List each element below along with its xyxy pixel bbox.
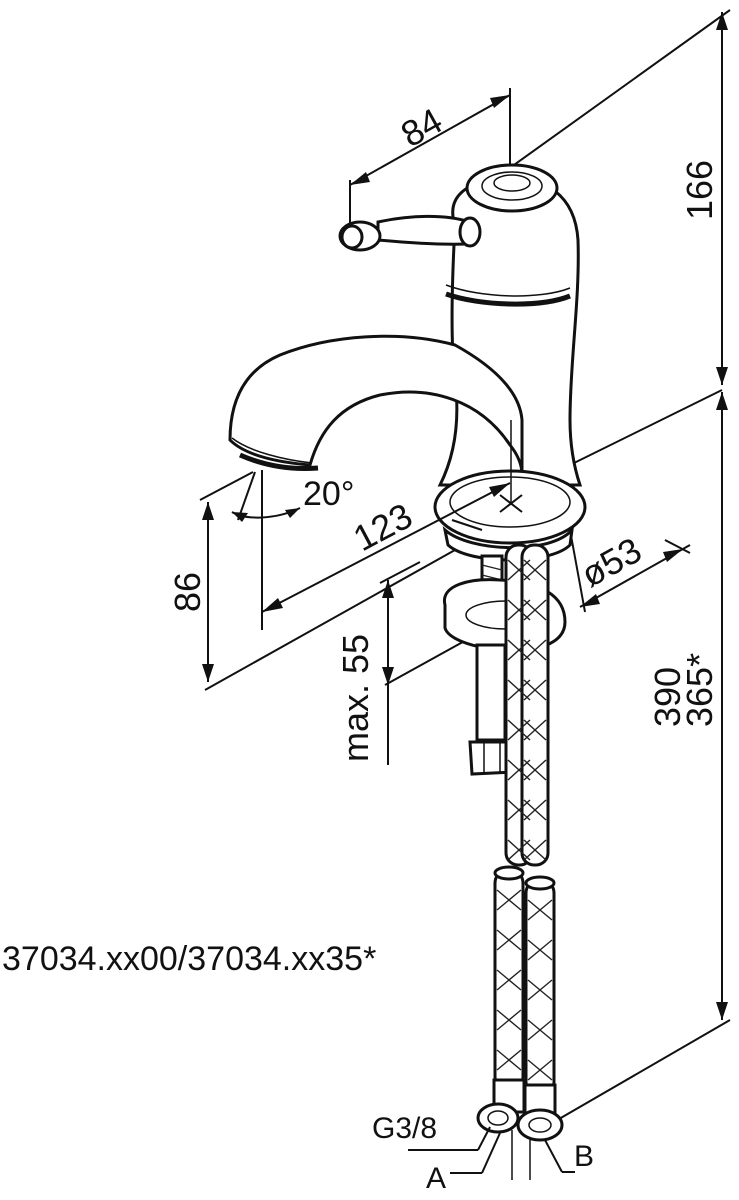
faucet-body: [228, 163, 587, 562]
product-codes: 37034.xx00/37034.xx35*: [2, 940, 376, 978]
dimension-390: 390 365*: [539, 392, 731, 1131]
inlet-b-label: B: [574, 1140, 594, 1173]
supply-hoses-lower: [476, 865, 564, 1180]
dimension-d53-label: ø53: [574, 529, 648, 595]
inlet-a-label: A: [426, 1162, 446, 1195]
dimension-angle-20: 20°: [231, 470, 354, 630]
dimension-86: 86: [167, 502, 214, 682]
thread-label: G3/8: [372, 1112, 437, 1145]
connection-labels: G3/8 A B: [372, 1112, 594, 1195]
dimension-166: 166: [506, 9, 731, 385]
supply-hoses-upper: [504, 543, 550, 867]
dimension-166-label: 166: [679, 160, 720, 220]
dimension-123-label: 123: [347, 495, 419, 559]
dimension-20-label: 20°: [303, 475, 354, 513]
dimension-84-label: 84: [394, 100, 449, 155]
dimension-390-label: 390: [647, 667, 688, 727]
dimension-86-label: 86: [167, 572, 208, 612]
dimension-max-55-label: max. 55: [335, 634, 376, 762]
dimension-d53: ø53: [569, 529, 691, 613]
dimension-365-label: 365*: [679, 653, 720, 727]
dimension-max-55: max. 55: [335, 561, 421, 765]
countertop-lines: [199, 389, 723, 691]
